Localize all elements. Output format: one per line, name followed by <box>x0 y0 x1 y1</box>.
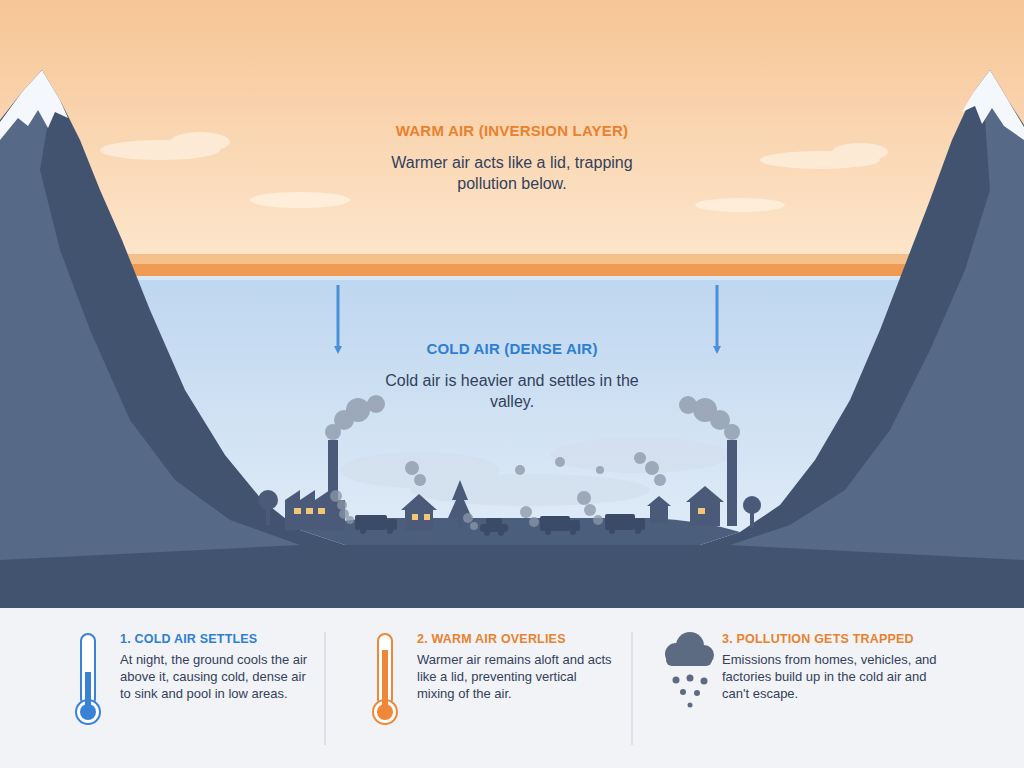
vehicles <box>355 514 645 536</box>
clouds <box>100 132 888 212</box>
text-region: WARM AIR (INVERSION LAYER) Warmer air act… <box>362 122 662 195</box>
section-heading: 3. POLLUTION GETS TRAPPED <box>722 632 937 646</box>
section-heading: COLD AIR (DENSE AIR) <box>362 340 662 357</box>
left-mountain-face <box>0 70 300 560</box>
section-body: Warmer air remains aloft and acts like a… <box>417 652 612 703</box>
text-region: COLD AIR (DENSE AIR) Cold air is heavier … <box>362 340 662 413</box>
snow-cap <box>0 70 68 140</box>
text-region: 2. WARM AIR OVERLIES Warmer air remains a… <box>417 632 612 703</box>
truck <box>355 515 387 530</box>
house <box>650 505 668 523</box>
valley-mountains <box>0 70 1024 608</box>
smoke <box>325 395 740 530</box>
haze <box>340 437 730 506</box>
sinking-arrow <box>716 285 719 350</box>
snow-cap <box>962 70 1024 140</box>
smokestack <box>727 440 737 526</box>
text-region: 3. POLLUTION GETS TRAPPED Emissions from … <box>722 632 937 703</box>
right-mountain-face <box>730 70 1024 560</box>
house <box>690 500 720 526</box>
truck <box>605 514 635 530</box>
car <box>480 524 508 532</box>
warm-sky <box>0 0 1024 262</box>
text-region: 1. COLD AIR SETTLES At night, the ground … <box>120 632 310 703</box>
info-panel <box>0 608 1024 768</box>
tree <box>448 480 472 518</box>
divider <box>325 632 326 745</box>
town <box>258 440 761 530</box>
section-body: Cold air is heavier and settles in the v… <box>362 371 662 413</box>
pollution-cloud-icon <box>665 632 714 708</box>
section-body: At night, the ground cools the air above… <box>120 652 310 703</box>
inversion-band <box>0 264 1024 276</box>
sinking-arrow <box>337 285 340 350</box>
section-body: Emissions from homes, vehicles, and fact… <box>722 652 937 703</box>
factory <box>285 500 345 530</box>
section-body: Warmer air acts like a lid, trapping pol… <box>362 153 662 195</box>
house <box>405 508 433 530</box>
section-heading: 1. COLD AIR SETTLES <box>120 632 310 646</box>
warm-thermometer-icon <box>373 634 397 724</box>
cold-thermometer-icon <box>76 634 100 724</box>
truck <box>540 516 570 531</box>
inversion-band-light <box>0 254 1024 264</box>
section-heading: 2. WARM AIR OVERLIES <box>417 632 612 646</box>
inversion-edge <box>0 276 1024 280</box>
divider <box>632 632 633 745</box>
section-heading: WARM AIR (INVERSION LAYER) <box>362 122 662 139</box>
